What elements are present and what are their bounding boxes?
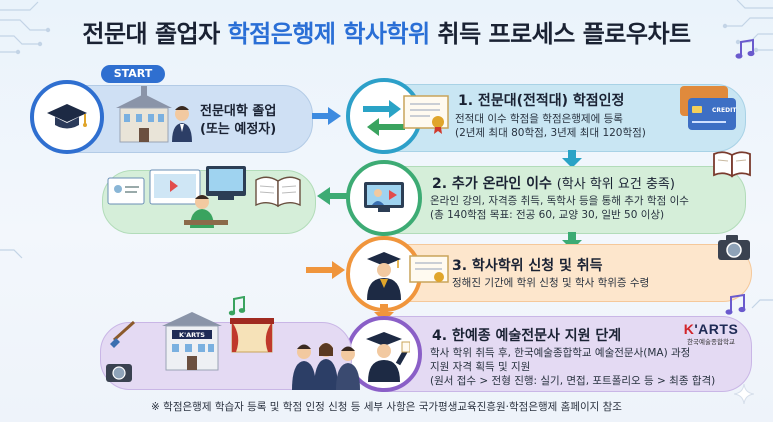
arrow-right-icon <box>312 107 341 125</box>
music-note-icon <box>725 293 746 315</box>
stage-2-title: 2. 추가 온라인 이수 (학사 학위 요건 충족) <box>432 173 675 193</box>
stage-4-description: 학사 학위 취득 후, 한국예술종합학교 예술전문사(MA) 과정 지원 자격 … <box>430 346 715 388</box>
karts-subtitle: 한국예술종합학교 <box>687 338 735 346</box>
stage-2-desc-line: 온라인 강의, 자격증 취득, 독학사 등을 통해 추가 학점 이수 <box>430 195 689 207</box>
online-study-illustration <box>107 166 301 228</box>
start-badge: START <box>101 65 165 83</box>
credit-card-icon: CREDIT <box>680 86 737 130</box>
stage-2-circle <box>346 160 422 236</box>
stage-1-title: 1. 전문대(전적대) 학점인정 <box>458 93 625 109</box>
sparkle-icon <box>734 384 754 404</box>
stage-4-desc-line: (원서 접수 > 전형 진행: 실기, 면접, 포트폴리오 등 > 최종 합격) <box>430 375 716 387</box>
karts-school-illustration: K'ARTS <box>106 300 360 390</box>
title-part-3: 취득 프로세스 플로우차트 <box>429 20 692 48</box>
arrow-down-icon <box>374 304 394 322</box>
stage-2-description: 온라인 강의, 자격증 취득, 독학사 등을 통해 추가 학점 이수 (총 14… <box>430 194 689 222</box>
certificate-icon <box>403 95 449 134</box>
stage-2-title-sub: (학사 학위 요건 충족) <box>556 177 675 192</box>
title-part-1: 전문대 졸업자 <box>82 20 228 48</box>
stage-4-desc-line: 지원 자격 획득 및 지원 <box>430 361 531 373</box>
celebrating-graduate-icon <box>366 332 410 382</box>
stage-4-circle <box>346 316 422 392</box>
stage-1-description: 전적대 이수 학점을 학점은행제에 등록 (2년제 최대 80학점, 3년제 최… <box>455 112 646 140</box>
stage-4-desc-line: 학사 학위 취득 후, 한국예술종합학교 예술전문사(MA) 과정 <box>430 347 691 359</box>
karts-logo: K'ARTS 한국예술종합학교 <box>674 321 748 346</box>
online-lecture-icon <box>364 182 404 212</box>
music-note-icon <box>228 296 246 316</box>
graduate-student-icon <box>367 252 401 300</box>
diploma-icon <box>409 255 449 283</box>
arrow-down-icon <box>562 150 582 168</box>
start-node-label-2: (또는 예정자) <box>200 122 277 137</box>
page-title: 전문대 졸업자 학점은행제 학사학위 취득 프로세스 플로우차트 <box>0 14 773 49</box>
university-building-illustration <box>116 86 192 143</box>
karts-logo-rest: ARTS <box>698 321 739 337</box>
stage-4-title: 4. 한예종 예술전문사 지원 단계 <box>432 328 622 344</box>
book-icon <box>713 151 751 178</box>
karts-logo-k: K <box>683 321 695 337</box>
stage-2-title-main: 2. 추가 온라인 이수 <box>432 176 552 192</box>
stage-1-desc-line: (2년제 최대 80학점, 3년제 최대 120학점) <box>455 127 646 139</box>
start-node-label-1: 전문대학 졸업 <box>200 104 277 119</box>
arrow-left-icon <box>317 187 347 205</box>
karts-logo-text: K'ARTS <box>683 321 739 337</box>
stage-3-title: 3. 학사학위 신청 및 취득 <box>452 258 603 274</box>
start-node-circle <box>30 80 104 154</box>
stage-2-desc-line: (총 140학점 목표: 전공 60, 교양 30, 일반 50 이상) <box>430 209 665 221</box>
music-note-icon <box>735 38 755 59</box>
building-sign: K'ARTS <box>179 331 205 339</box>
camera-icon <box>718 235 750 260</box>
transfer-arrows-icon <box>363 100 405 136</box>
footnote: ※ 학점은행제 학습자 등록 및 학점 인정 신청 등 세부 사항은 국가평생교… <box>151 401 622 413</box>
stage-3-desc-line: 정해진 기간에 학위 신청 및 학사 학위증 수령 <box>452 277 650 289</box>
title-highlight: 학점은행제 학사학위 <box>227 20 431 48</box>
graduation-cap-icon <box>47 104 87 129</box>
arrow-down-icon <box>562 232 582 250</box>
card-label: CREDIT <box>712 107 737 114</box>
stage-1-desc-line: 전적대 이수 학점을 학점은행제에 등록 <box>455 113 623 125</box>
arrow-right-icon <box>306 261 345 279</box>
stage-3-description: 정해진 기간에 학위 신청 및 학사 학위증 수령 <box>452 276 649 290</box>
